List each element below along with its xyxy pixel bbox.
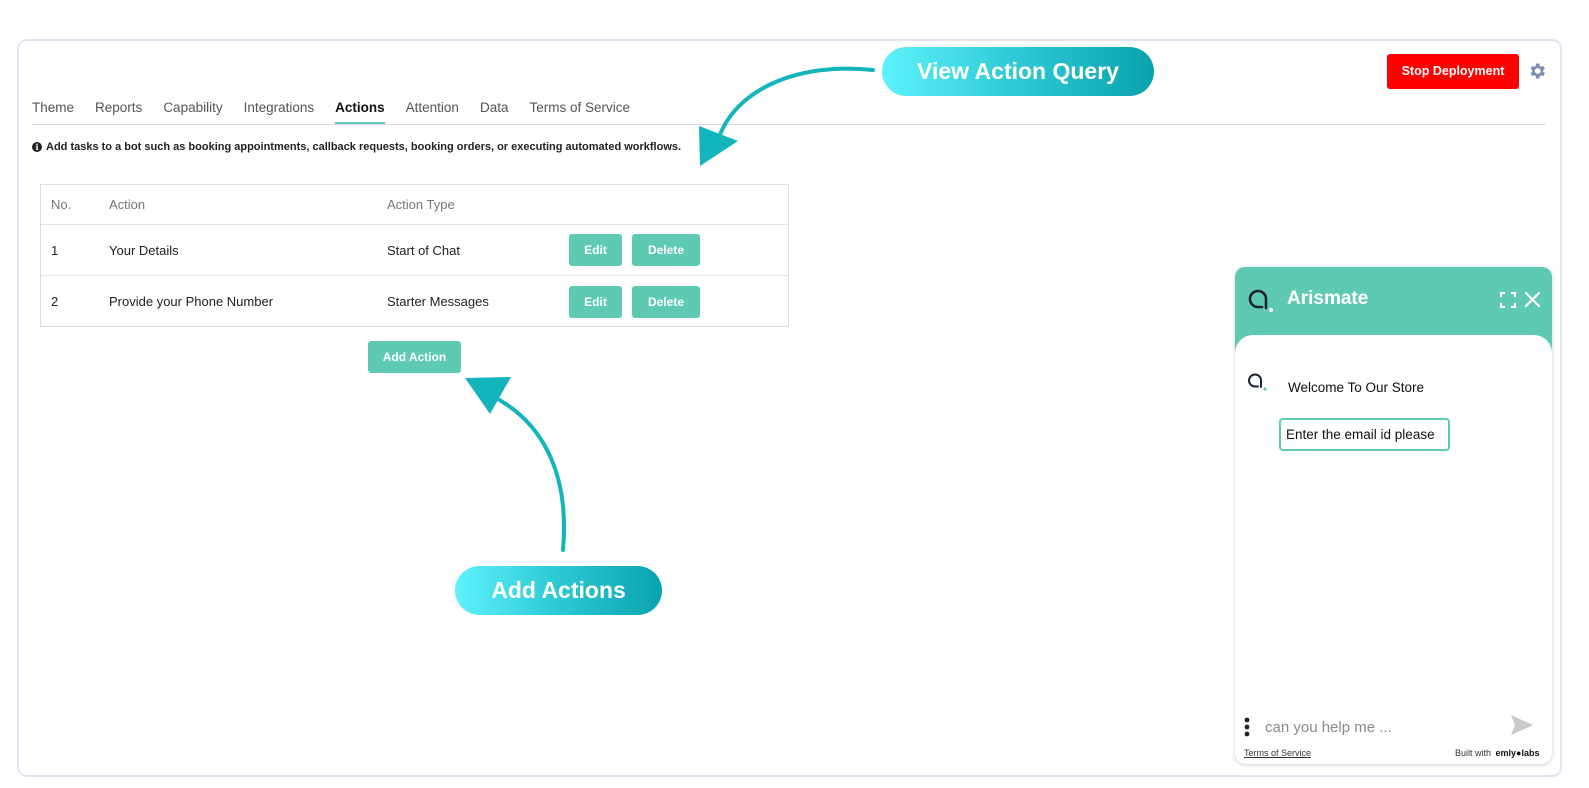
welcome-message: Welcome To Our Store [1288, 380, 1425, 395]
delete-button[interactable]: Delete [632, 234, 700, 266]
more-options-icon[interactable] [1243, 717, 1251, 737]
add-actions-callout: Add Actions [455, 566, 662, 615]
info-message: i Add tasks to a bot such as booking app… [32, 141, 681, 153]
header-action: Action [109, 197, 146, 212]
row-buttons: Edit Delete [569, 276, 700, 327]
terms-of-service-link[interactable]: Terms of Service [1244, 748, 1312, 758]
tab-data[interactable]: Data [479, 100, 509, 115]
edit-button[interactable]: Edit [569, 234, 622, 266]
tab-actions[interactable]: Actions [335, 98, 385, 124]
tab-theme[interactable]: Theme [32, 100, 75, 115]
tab-attention[interactable]: Attention [405, 100, 459, 115]
row-buttons: Edit Delete [569, 225, 700, 275]
row-no: 2 [51, 294, 59, 309]
table-row: 2 Provide your Phone Number Starter Mess… [41, 276, 788, 327]
header-no: No. [51, 197, 72, 212]
add-action-button[interactable]: Add Action [368, 341, 461, 373]
built-with-label: Built with [1455, 748, 1492, 758]
view-action-query-callout: View Action Query [882, 47, 1154, 96]
built-with-footer: Built with emly●labs [1455, 748, 1540, 758]
chat-widget: Arismate Welcome To Our Store Enter the … [1235, 267, 1552, 764]
edit-button[interactable]: Edit [569, 285, 622, 318]
close-icon[interactable] [1524, 291, 1541, 308]
info-icon: i [32, 142, 42, 152]
row-action-type: Start of Chat [387, 242, 460, 258]
row-action-type: Starter Messages [387, 294, 489, 309]
actions-table: No. Action Action Type 1 Your Details St… [40, 184, 789, 327]
tab-capability[interactable]: Capability [163, 100, 223, 115]
arismate-logo-icon [1248, 289, 1273, 312]
tab-divider [32, 124, 1546, 125]
tab-bar: Theme Reports Capability Integrations Ac… [32, 98, 651, 124]
row-action: Provide your Phone Number [109, 294, 274, 309]
row-action: Your Details [109, 242, 179, 258]
chat-title: Arismate [1287, 288, 1369, 309]
bot-avatar-icon [1248, 373, 1267, 391]
expand-icon[interactable] [1500, 292, 1516, 308]
tab-reports[interactable]: Reports [95, 100, 143, 115]
tab-terms-of-service[interactable]: Terms of Service [529, 100, 631, 115]
emly-labs-brand: emly●labs [1495, 748, 1540, 758]
delete-button[interactable]: Delete [632, 285, 700, 318]
row-no: 1 [51, 242, 59, 258]
chat-body: Welcome To Our Store Enter the email id … [1235, 335, 1552, 764]
stop-deployment-button[interactable]: Stop Deployment [1387, 54, 1519, 89]
table-header-row: No. Action Action Type [41, 185, 788, 225]
email-prompt-button[interactable]: Enter the email id please [1279, 418, 1450, 451]
gear-icon[interactable] [1527, 61, 1547, 81]
header-action-type: Action Type [387, 197, 455, 212]
info-text: Add tasks to a bot such as booking appoi… [46, 141, 682, 153]
chat-header: Arismate [1235, 267, 1552, 335]
tab-integrations[interactable]: Integrations [243, 100, 315, 115]
table-row: 1 Your Details Start of Chat Edit Delete [41, 225, 788, 276]
chat-message-input[interactable] [1265, 715, 1500, 739]
send-icon[interactable] [1510, 714, 1534, 736]
